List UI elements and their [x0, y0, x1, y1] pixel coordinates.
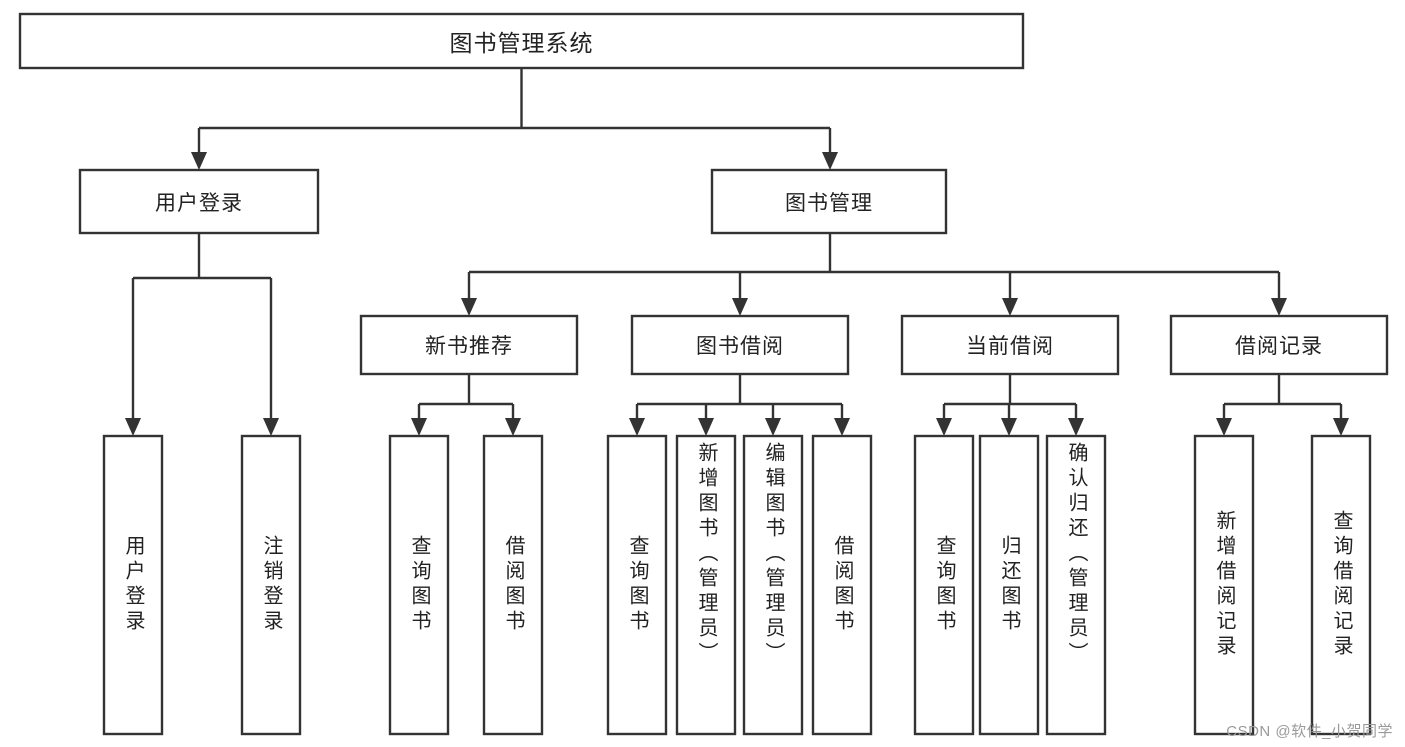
arrowhead-leaf-borrow-book-2 [834, 418, 850, 436]
arrowhead-book-manage [822, 152, 838, 170]
node-box-leaf-borrow-book-1[interactable] [482, 434, 544, 736]
node-box-book-borrow[interactable] [630, 314, 850, 376]
arrowhead-leaf-logout [263, 418, 279, 436]
csdn-watermark: CSDN @软件_小贺同学 [1226, 723, 1393, 740]
node-box-new-book-recommend[interactable] [359, 314, 579, 376]
arrowhead-leaf-confirm-return [1068, 418, 1084, 436]
node-box-leaf-query-book-1[interactable] [388, 434, 450, 736]
arrowhead-user-login [191, 152, 207, 170]
node-box-leaf-edit-book[interactable] [742, 434, 804, 736]
arrowhead-leaf-add-book [698, 418, 714, 436]
arrowhead-leaf-return-book [1001, 418, 1017, 436]
node-box-borrow-record[interactable] [1169, 314, 1389, 376]
arrowhead-leaf-add-record [1216, 418, 1232, 436]
node-box-current-borrow[interactable] [900, 314, 1120, 376]
arrowhead-leaf-edit-book [765, 418, 781, 436]
arrowhead-current-borrow [1002, 298, 1018, 316]
node-box-leaf-add-book[interactable] [675, 434, 737, 736]
arrowhead-leaf-user-login [125, 418, 141, 436]
node-box-leaf-borrow-book-2[interactable] [811, 434, 873, 736]
arrowhead-leaf-query-book-2 [629, 418, 645, 436]
node-box-root[interactable] [18, 12, 1025, 70]
arrowhead-leaf-borrow-book-1 [505, 418, 521, 436]
node-box-leaf-confirm-return[interactable] [1045, 434, 1107, 736]
node-box-group [18, 12, 1389, 736]
arrowhead-borrow-record [1271, 298, 1287, 316]
node-box-leaf-add-record[interactable] [1193, 434, 1255, 736]
arrowhead-leaf-query-record [1333, 418, 1349, 436]
node-box-leaf-query-book-2[interactable] [606, 434, 668, 736]
node-box-user-login[interactable] [78, 168, 320, 235]
node-box-leaf-query-record[interactable] [1310, 434, 1372, 736]
node-box-leaf-user-login[interactable] [102, 434, 164, 736]
node-box-book-manage[interactable] [710, 168, 948, 235]
arrowhead-book-borrow [732, 298, 748, 316]
node-box-leaf-return-book[interactable] [978, 434, 1040, 736]
connector-group [125, 68, 1349, 436]
arrowhead-leaf-query-book-1 [411, 418, 427, 436]
node-box-leaf-logout[interactable] [240, 434, 302, 736]
arrowhead-leaf-query-book-3 [936, 418, 952, 436]
node-box-leaf-query-book-3[interactable] [913, 434, 975, 736]
arrowhead-new-book-recommend [461, 298, 477, 316]
